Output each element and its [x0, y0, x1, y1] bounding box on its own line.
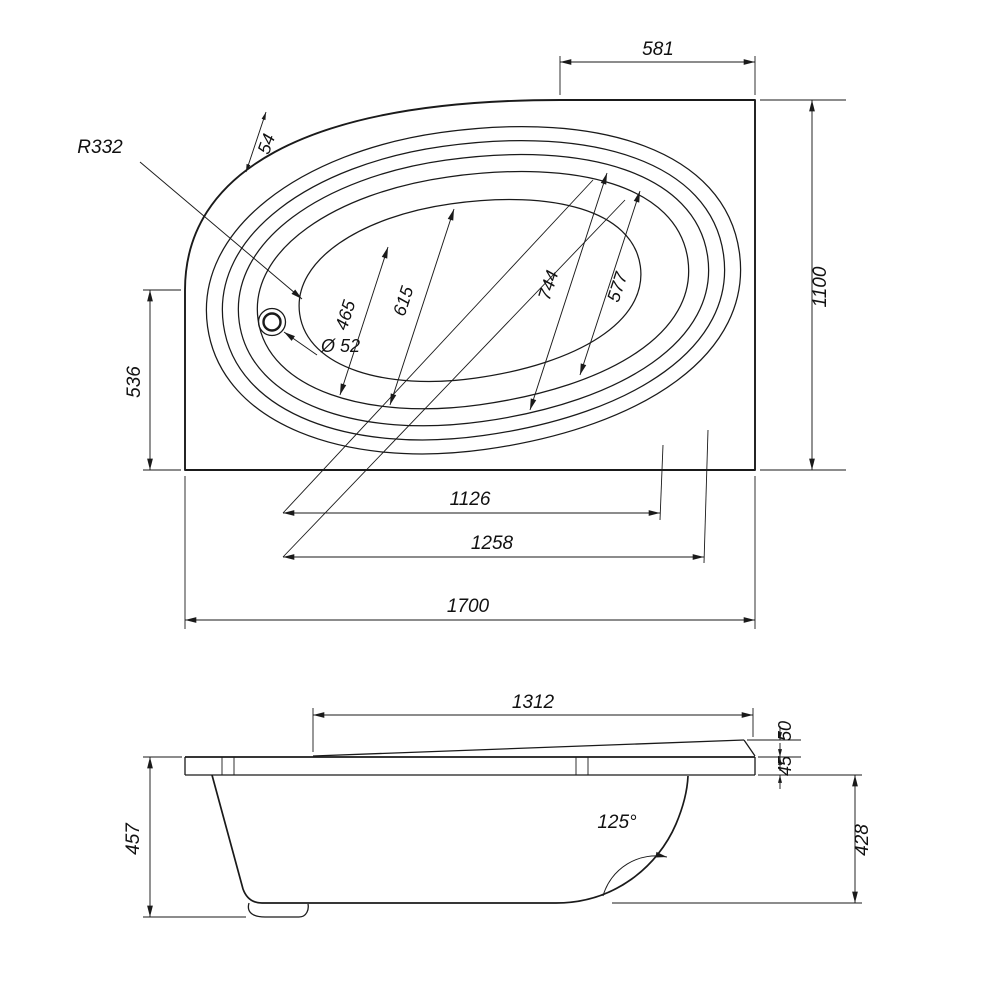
dim-overall-width: 1100: [809, 100, 831, 470]
dim-rim-length-label: 1258: [471, 533, 514, 554]
dim-bowl-width-top: 615: [389, 208, 455, 406]
dim-rim-width: 54: [245, 111, 280, 173]
dim-inner-length-label: 1126: [450, 489, 491, 510]
dim-wall-angle: 125°: [597, 812, 668, 897]
extension-line: [659, 444, 664, 521]
rim-contour-3: [237, 154, 710, 427]
dim-deck-height: 50: [775, 721, 795, 771]
dim-wall-angle-label: 125°: [597, 812, 637, 833]
rim-contour-1: [205, 126, 742, 455]
dim-overall-height: 457: [123, 757, 153, 917]
dim-corner-radius-label: R332: [77, 137, 123, 158]
top-view: 581 R332 54 1100 536 Ø 52 465 61: [77, 39, 846, 629]
side-view-extension-lines: [143, 708, 862, 918]
dimension-line: [339, 246, 389, 396]
drain-inner-circle: [262, 312, 282, 332]
dim-bowl-length-floor: 577: [579, 190, 641, 376]
dim-deck-length: 1312: [313, 692, 753, 718]
dim-corner-radius: R332: [77, 137, 303, 300]
dim-deck-width-label: 581: [642, 39, 674, 60]
dim-drain-offset-label: 536: [124, 366, 145, 398]
dim-rim-band-height: 45: [775, 743, 795, 789]
dim-overall-length-label: 1700: [447, 596, 490, 617]
dim-bowl-width-top-label: 615: [389, 283, 418, 319]
dim-shell-height-label: 428: [852, 824, 873, 856]
sloped-deck: [312, 739, 756, 757]
tub-outer-shell: [184, 99, 756, 471]
dim-deck-height-label: 50: [775, 721, 795, 741]
extension-line: [703, 429, 709, 564]
dim-overall-width-label: 1100: [810, 266, 831, 307]
leader-line: [139, 161, 303, 300]
dim-bowl-length-floor-label: 577: [603, 269, 632, 305]
tub-rim-contours: [205, 126, 742, 455]
deck-slope-line: [312, 739, 745, 757]
drain-outer-circle: [257, 307, 287, 337]
leader-line: [283, 331, 318, 356]
side-view: 1312 50 45 457 428 125°: [123, 692, 873, 918]
dim-inner-length: 1126: [283, 489, 660, 516]
dim-deck-length-label: 1312: [512, 692, 555, 713]
dim-deck-width: 581: [560, 39, 755, 65]
dim-rim-width-label: 54: [254, 131, 280, 157]
rim-contour-2: [221, 140, 726, 441]
dim-drain-diameter: Ø 52: [283, 331, 360, 356]
dim-rim-length: 1258: [283, 533, 704, 560]
bowl-floor-contour: [298, 198, 642, 383]
dimension-line: [579, 190, 641, 376]
rim-band: [184, 756, 756, 776]
dim-bowl-width-floor: 465: [331, 246, 389, 396]
inner-rim-contour: [256, 170, 690, 410]
dim-drain-offset: 536: [124, 290, 153, 470]
dim-bowl-width-floor-label: 465: [331, 297, 360, 333]
tub-body-profile: [211, 774, 689, 904]
dim-overall-length: 1700: [185, 596, 755, 623]
drain: [257, 307, 287, 337]
dimension-line: [389, 208, 455, 406]
angle-arc: [602, 851, 668, 897]
dim-shell-height: 428: [852, 775, 873, 903]
dim-overall-height-label: 457: [123, 822, 144, 855]
tub-foot: [247, 902, 309, 918]
deck-right-edge: [743, 739, 756, 757]
dim-rim-band-height-label: 45: [775, 755, 795, 776]
dimension-line: [245, 111, 267, 173]
dim-bowl-length-top-label: 744: [534, 268, 562, 303]
